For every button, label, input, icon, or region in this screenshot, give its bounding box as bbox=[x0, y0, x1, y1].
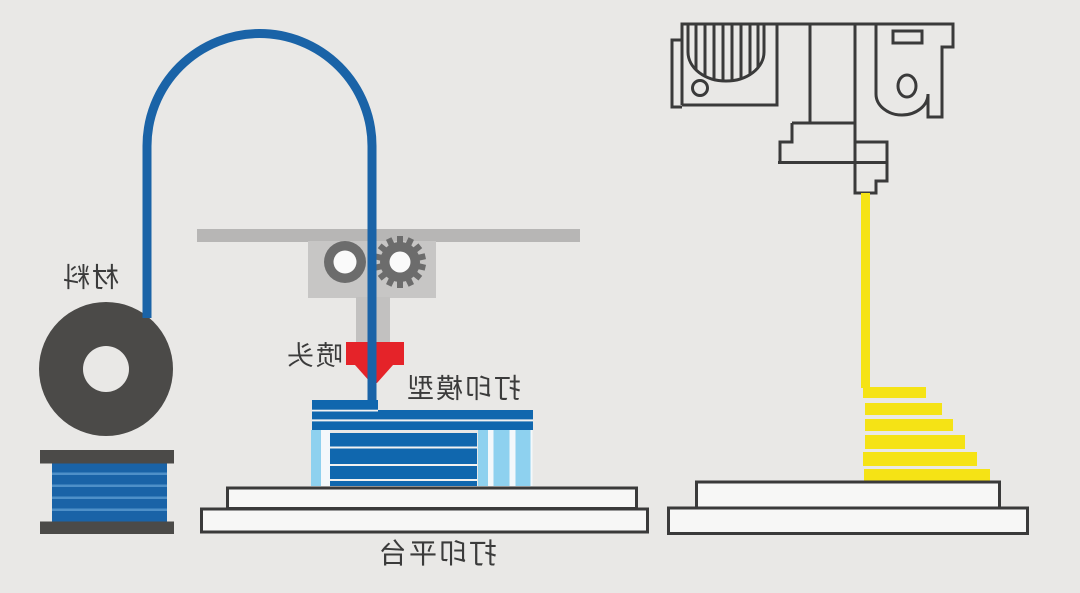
support-column bbox=[478, 430, 488, 486]
print-layer bbox=[863, 452, 977, 466]
label-print-platform: 打印平台 bbox=[377, 538, 498, 569]
layer-line bbox=[312, 409, 378, 412]
filament-spool-icon bbox=[39, 302, 174, 534]
fan-motor-icon bbox=[686, 24, 766, 83]
fan-stripes bbox=[694, 24, 760, 81]
winding-line bbox=[52, 472, 167, 475]
printer-schematic bbox=[142, 29, 649, 534]
support-gap bbox=[321, 430, 330, 486]
roller-hole bbox=[333, 250, 357, 274]
print-layer bbox=[864, 469, 990, 481]
winding-line bbox=[52, 496, 167, 499]
right-build-platform bbox=[667, 480, 1029, 535]
printed-model bbox=[311, 400, 533, 486]
gear-hole bbox=[389, 251, 411, 273]
model-top-step bbox=[312, 400, 378, 411]
print-layer bbox=[865, 419, 953, 431]
label-nozzle: 喷头 bbox=[285, 341, 343, 371]
mount-hole-right-icon bbox=[896, 73, 918, 99]
spool-donut-hole bbox=[83, 346, 129, 392]
layer-line bbox=[330, 479, 477, 481]
label-print-model: 打印模型 bbox=[405, 374, 521, 404]
mid-step bbox=[778, 123, 794, 162]
left-tab bbox=[670, 38, 682, 109]
layer-line bbox=[330, 446, 477, 449]
idler-roller-icon bbox=[324, 241, 366, 283]
print-layer bbox=[863, 387, 926, 398]
model-body bbox=[330, 433, 477, 486]
bracket-slot bbox=[891, 29, 924, 45]
mount-hole-left-icon bbox=[691, 79, 709, 97]
drive-gear-icon bbox=[373, 236, 427, 288]
spool-flange-bottom bbox=[40, 521, 174, 534]
build-platform bbox=[200, 486, 649, 534]
layer-line bbox=[312, 419, 533, 422]
platform-base bbox=[200, 507, 649, 534]
label-material: 材料 bbox=[61, 263, 119, 293]
platform-top bbox=[226, 486, 638, 510]
spool-flange-top bbox=[40, 450, 174, 464]
platform-top bbox=[695, 480, 1001, 510]
filament-path bbox=[142, 29, 377, 400]
yellow-filament-line bbox=[861, 193, 870, 388]
yellow-layers bbox=[863, 387, 990, 481]
yellow-print-result bbox=[667, 193, 1029, 535]
support-column bbox=[311, 430, 321, 486]
spool-winding bbox=[52, 463, 167, 522]
support-column bbox=[493, 430, 510, 486]
roller-bracket bbox=[874, 24, 930, 117]
nozzle-shoulder bbox=[855, 140, 889, 163]
winding-line bbox=[52, 484, 167, 487]
print-layer bbox=[865, 403, 942, 415]
extruder-head-outline-drawing bbox=[670, 22, 955, 195]
winding-line bbox=[52, 508, 167, 511]
gantry-bar bbox=[197, 229, 580, 242]
print-layer bbox=[865, 435, 965, 449]
platform-base bbox=[667, 506, 1029, 535]
support-column bbox=[515, 430, 531, 486]
nozzle-block bbox=[853, 24, 889, 195]
left-block bbox=[682, 24, 779, 107]
fan-outline bbox=[686, 24, 766, 83]
layer-line bbox=[330, 464, 477, 466]
extruder-frame bbox=[680, 22, 955, 119]
